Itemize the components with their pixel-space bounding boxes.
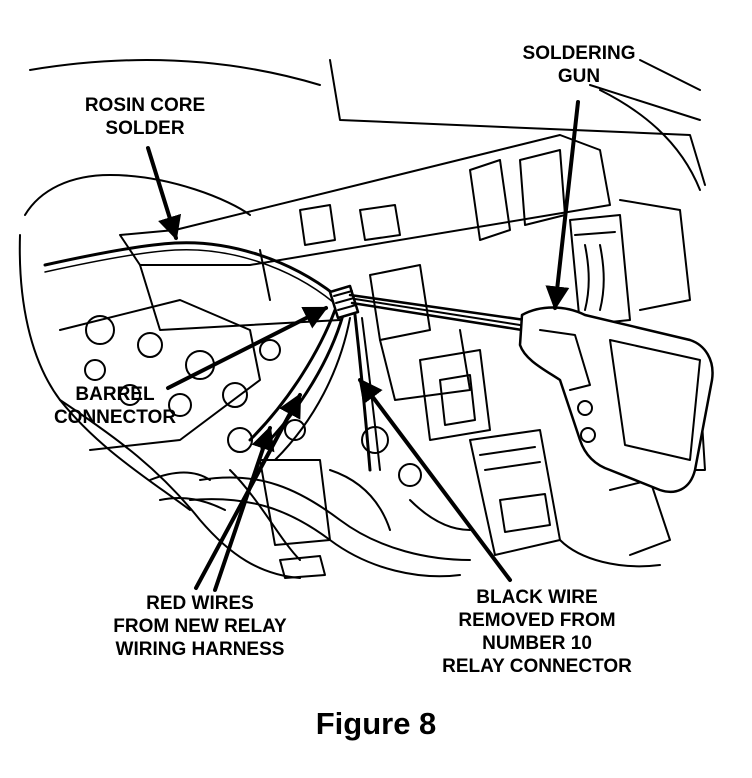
barrel-connector-line-2: CONNECTOR [53, 407, 177, 428]
rosin-core-solder-line-2: SOLDER [105, 118, 185, 139]
soldering-gun-label: SOLDERING GUN [500, 42, 658, 88]
red-wires-label: RED WIRES FROM NEW RELAY WIRING HARNESS [90, 592, 310, 661]
black-wire-line-3: NUMBER 10 [482, 633, 592, 654]
soldering-gun-line-1: SOLDERING [522, 43, 636, 64]
barrel-connector-label: BARREL CONNECTOR [40, 383, 190, 429]
rosin-core-solder-line-1: ROSIN CORE [84, 95, 206, 116]
black-wire-line-2: REMOVED FROM [458, 610, 616, 631]
red-wires-line-1: RED WIRES [146, 593, 254, 614]
black-wire-line-4: RELAY CONNECTOR [442, 656, 632, 677]
figure-caption: Figure 8 [315, 706, 437, 741]
black-wire-label: BLACK WIRE REMOVED FROM NUMBER 10 RELAY … [420, 586, 654, 678]
soldering-gun-line-2: GUN [557, 66, 601, 87]
red-wires-line-3: WIRING HARNESS [115, 639, 285, 660]
red-wires-line-2: FROM NEW RELAY [113, 616, 287, 637]
barrel-connector-line-1: BARREL [75, 384, 155, 405]
rosin-core-solder-label: ROSIN CORE SOLDER [62, 94, 228, 140]
black-wire-line-1: BLACK WIRE [476, 587, 598, 608]
